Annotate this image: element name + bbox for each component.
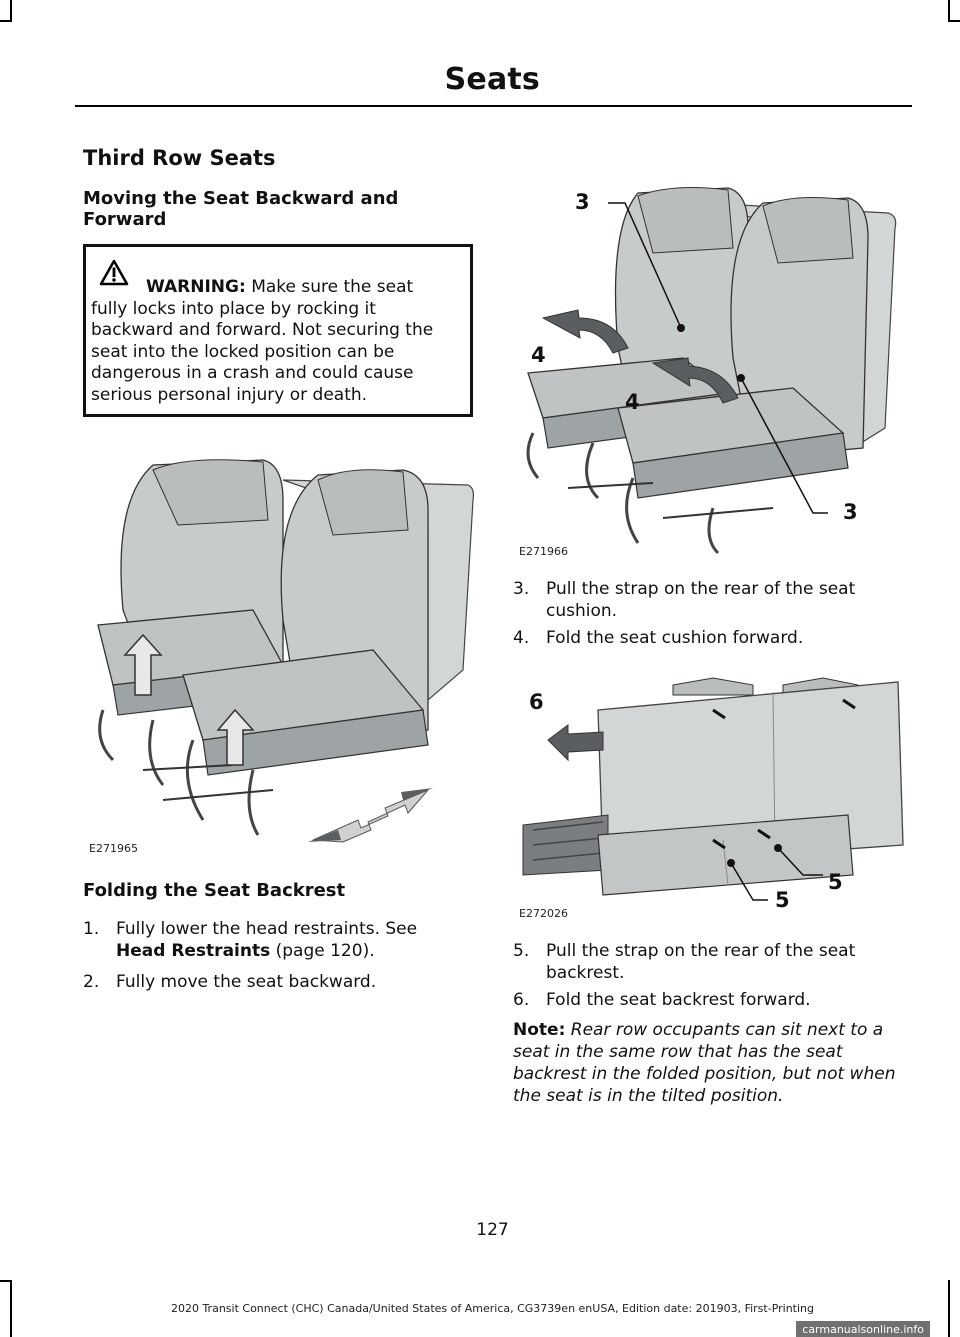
callout-3-bottom: 3 [843, 500, 858, 524]
page-title: Seats [444, 62, 540, 97]
step-1: 1. Fully lower the head restraints. See … [83, 918, 473, 962]
arrow-up-icon [216, 708, 255, 766]
callout-4-center: 4 [625, 390, 640, 414]
double-arrow-icon [308, 788, 433, 843]
step-number: 5. [513, 941, 530, 961]
folding-title: Folding the Seat Backrest [83, 880, 346, 901]
footer-text: 2020 Transit Connect (CHC) Canada/United… [170, 1302, 815, 1315]
callout-5-right: 5 [828, 870, 843, 894]
figure-seat-slide: E271965 [83, 440, 475, 860]
figure-cushion-fold: 3 4 4 3 E271966 [513, 178, 908, 563]
warning-line-5: dangerous in a crash and could cause [91, 363, 414, 384]
crop-mark-top-left-h [0, 20, 12, 22]
crop-mark-bottom-left-h [0, 1280, 12, 1282]
page-number: 127 [476, 1220, 509, 1240]
crop-mark-top-right-v [948, 0, 950, 22]
step-5: 5. Pull the strap on the rear of the sea… [513, 940, 908, 984]
warning-line-6: serious personal injury or death. [91, 384, 368, 405]
step-text: Pull the strap on the rear of the seat b… [546, 941, 856, 983]
step-number: 4. [513, 628, 530, 648]
warning-line-3: backward and forward. Not securing the [91, 320, 434, 341]
section-subtitle: Moving the Seat Backward and Forward [83, 188, 399, 230]
seat-slide-illustration [97, 459, 475, 843]
arrow-up-icon [123, 633, 163, 696]
note-label: Note: [513, 1020, 566, 1040]
warning-line-4: seat into the locked position can be [91, 341, 395, 362]
step-4: 4. Fold the seat cushion forward. [513, 627, 908, 649]
step-number: 3. [513, 579, 530, 599]
step-text: Fully lower the head restraints. See Hea… [116, 919, 418, 961]
callout-6: 6 [529, 690, 544, 714]
note-body: Rear row occupants can sit next to a sea… [513, 1020, 896, 1106]
figure-code: E271966 [519, 545, 568, 558]
section-title: Third Row Seats [83, 146, 276, 170]
crop-mark-top-right-h [948, 20, 960, 22]
step-text: Fold the seat cushion forward. [546, 628, 804, 648]
callout-4-left: 4 [531, 343, 546, 367]
warning-line-2: fully locks into place by rocking it [91, 298, 376, 319]
crop-mark-top-left-v [10, 0, 12, 22]
step-text: Fold the seat backrest forward. [546, 990, 811, 1010]
step-number: 2. [83, 972, 100, 992]
warning-line-1: WARNING: Make sure the seat [146, 277, 414, 297]
figure-backrest-fold: 6 5 5 E272026 [513, 670, 908, 925]
arrow-left-icon [547, 724, 604, 762]
warning-triangle-icon [99, 259, 129, 286]
step-6: 6. Fold the seat backrest forward. [513, 989, 908, 1011]
step-text: Pull the strap on the rear of the seat c… [546, 579, 856, 621]
step-number: 6. [513, 990, 530, 1010]
note-paragraph: Note: Rear row occupants can sit next to… [513, 1019, 908, 1107]
watermark: carmanualsonline.info [796, 1321, 930, 1337]
warning-label: WARNING: [146, 277, 246, 297]
warning-box: WARNING: Make sure the seat fully locks … [83, 244, 473, 417]
callout-3-top: 3 [575, 190, 590, 214]
cushion-fold-illustration [526, 187, 897, 555]
crop-mark-bottom-right-v [948, 1280, 950, 1337]
backrest-fold-illustration [522, 677, 904, 901]
head-restraints-link[interactable]: Head Restraints [116, 941, 271, 961]
header-divider [75, 105, 912, 107]
step-number: 1. [83, 919, 100, 939]
crop-mark-bottom-left-v [10, 1280, 12, 1337]
step-text: Fully move the seat backward. [116, 972, 377, 992]
callout-5-left: 5 [775, 888, 790, 912]
fold-forward-arrow-icon [541, 309, 629, 354]
figure-code: E271965 [89, 842, 138, 855]
figure-code: E272026 [519, 907, 568, 920]
step-2: 2. Fully move the seat backward. [83, 971, 473, 993]
step-3: 3. Pull the strap on the rear of the sea… [513, 578, 908, 622]
fold-forward-arrow-icon [651, 357, 739, 404]
